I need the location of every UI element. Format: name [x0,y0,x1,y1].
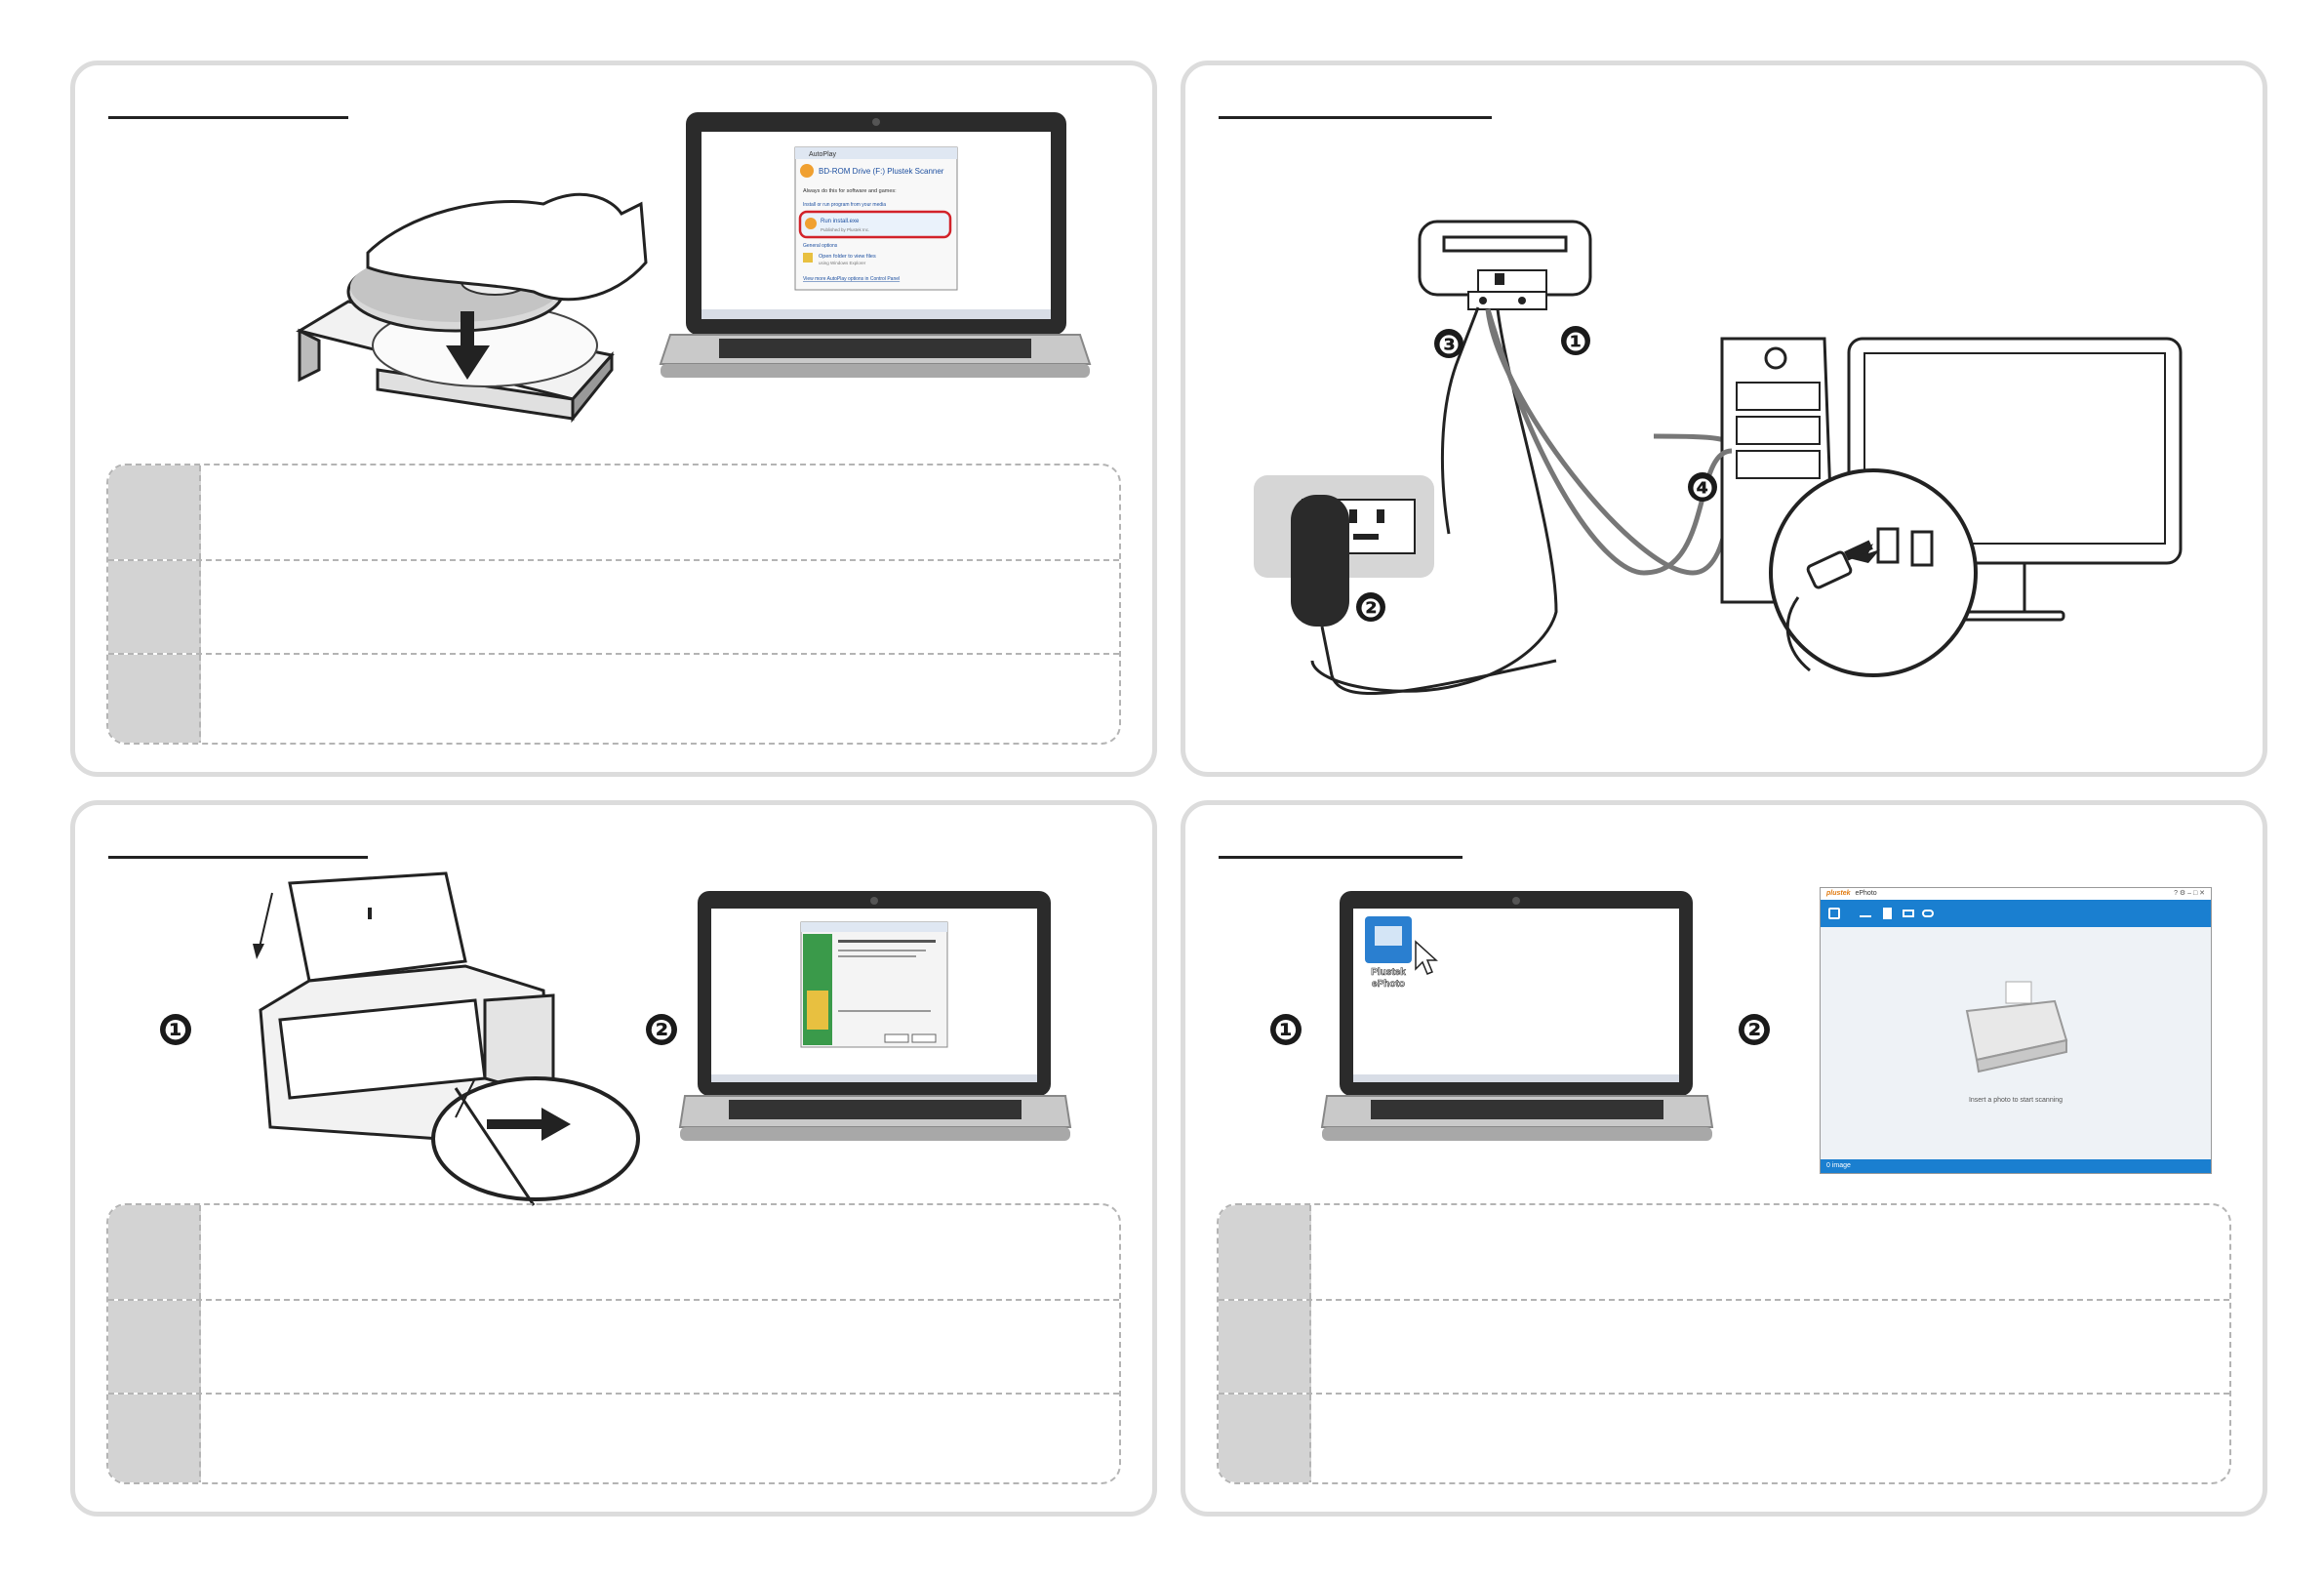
panel-launch-app: ❶ Plustek ePhoto ❷ plustek ePhoto ? ⚙ – … [1181,800,2267,1517]
marker-step-2: ❷ [1739,1014,1770,1046]
app-titlebar: plustek ePhoto ? ⚙ – □ ✕ [1821,888,2211,900]
window-controls[interactable]: ? ⚙ – □ ✕ [2174,890,2205,897]
power-cable [1440,306,1480,535]
enhance-icon[interactable] [1922,910,1934,917]
svg-text:❶: ❶ [1565,328,1586,357]
laptop-autoplay-illustration: AutoPlay BD-ROM Drive (F:) Plustek Scann… [659,112,1092,378]
save-icon[interactable] [1828,908,1840,919]
autoplay-control-panel-link[interactable]: View more AutoPlay options in Control Pa… [803,276,900,282]
panel-connect: ❸ ❶ ❹ ❷ [1181,61,2267,777]
marker-step-1: ❶ [160,1014,191,1046]
svg-text:❸: ❸ [1438,331,1460,360]
svg-text:❷: ❷ [650,1014,673,1046]
marker-step-1: ❶ [1270,1014,1302,1046]
desktop-icon-label-line2: ePhoto [1372,979,1405,990]
delete-icon[interactable] [1883,908,1892,919]
instruction-row [108,1393,1119,1482]
autoplay-always-do: Always do this for software and games: [803,188,897,194]
instruction-table [1217,1203,2231,1484]
app-brand: plustek [1826,890,1851,897]
autoplay-open-folder-sub: using Windows Explorer [819,261,866,265]
autoplay-run-item[interactable]: Run install.exe [821,219,860,224]
svg-text:❶: ❶ [1274,1014,1298,1046]
instruction-row [108,653,1119,743]
step-cell [1219,1205,1311,1299]
instruction-row [1219,1299,2229,1393]
instruction-row [1219,1205,2229,1299]
scan-hint: Insert a photo to start scanning [1968,1097,2064,1104]
step-cell [108,655,201,743]
image-count: 0 image [1826,1162,1851,1169]
mouse-cursor-icon [1415,940,1438,975]
ephoto-app-window: plustek ePhoto ? ⚙ – □ ✕ Insert a photo … [1820,887,2212,1174]
panel-title-underline [108,856,368,859]
step-cell [108,1395,201,1482]
laptop-wizard-illustration [678,891,1072,1141]
svg-text:❷: ❷ [1360,594,1382,624]
instruction-row [1219,1393,2229,1482]
step-cell [1219,1395,1311,1482]
panel-title-underline [108,116,348,119]
marker-step-2: ❷ [646,1014,677,1046]
autoplay-run-publisher: Published by Plustek Inc. [821,227,869,232]
instruction-table [106,1203,1121,1484]
autoplay-general-options: General options [803,243,838,249]
power-adapter [1291,495,1349,627]
marker-connection-1: ❶ [1561,326,1590,357]
step-cell [108,561,201,653]
autoplay-install-section: Install or run program from your media [803,202,886,208]
panel-load-photo: ❶ ❷ [70,800,1157,1517]
instruction-row [108,1205,1119,1299]
desktop-icon-label-line1: Plustek [1371,967,1406,978]
step-cell [108,1205,201,1299]
instruction-row [108,559,1119,653]
panel-install: AutoPlay BD-ROM Drive (F:) Plustek Scann… [70,61,1157,777]
step-cell [108,1301,201,1393]
instruction-row [108,465,1119,559]
app-name: ePhoto [1855,890,1877,897]
share-icon[interactable] [1860,910,1871,917]
scanner-back-illustration [1418,220,1592,310]
svg-text:❶: ❶ [164,1014,187,1046]
panel-title-underline [1219,856,1463,859]
instruction-table [106,464,1121,745]
run-install-highlight[interactable] [798,210,952,239]
svg-text:❷: ❷ [1743,1014,1766,1046]
crop-icon[interactable] [1903,910,1914,917]
usb-port-zoom [1769,468,1978,677]
step-cell [108,465,201,559]
panel-title-underline [1219,116,1492,119]
instruction-row [108,1299,1119,1393]
app-toolbar [1821,900,2211,927]
svg-text:❹: ❹ [1692,474,1713,504]
laptop-desktop-illustration: Plustek ePhoto [1320,891,1714,1141]
autoplay-window-title: AutoPlay [809,151,837,158]
marker-connection-4: ❹ [1688,472,1717,504]
connection-diagram: ❸ ❶ ❹ ❷ [1254,220,2183,695]
autoplay-open-folder[interactable]: Open folder to view files [819,254,876,260]
marker-connection-3: ❸ [1434,329,1463,360]
marker-connection-2: ❷ [1356,592,1385,624]
scanner-feed-illustration [253,871,640,1206]
scanner-placeholder-image [1965,981,2068,1073]
app-statusbar: 0 image [1821,1159,2211,1173]
usb-cable [1310,308,1558,693]
autoplay-drive-label: BD-ROM Drive (F:) Plustek Scanner [819,167,944,176]
step-cell [1219,1301,1311,1393]
disc-insert-illustration [296,193,648,424]
